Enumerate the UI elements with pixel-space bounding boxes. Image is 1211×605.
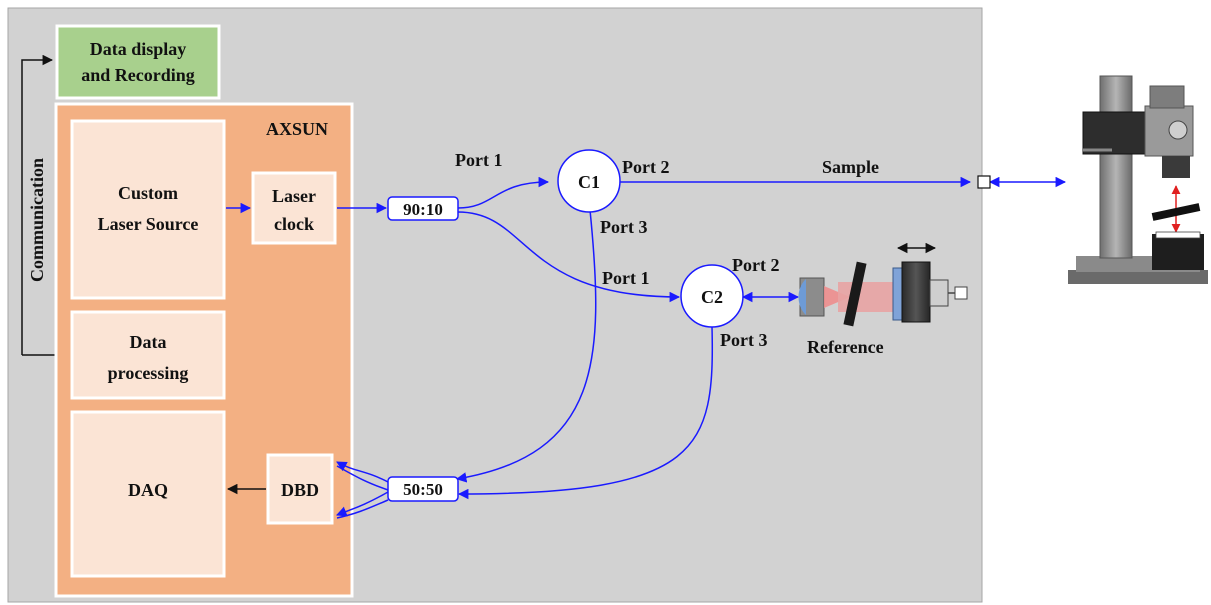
c2-port3-label: Port 3 — [720, 330, 767, 350]
5050-to-dbd-fiber-a — [336, 461, 389, 483]
c1-port1-label: Port 1 — [455, 150, 502, 170]
sample-holder-top — [1155, 231, 1201, 239]
5050-to-dbd-fiber-b2 — [336, 499, 389, 519]
data-display-label-2: and Recording — [81, 65, 195, 85]
scan-head-top — [1149, 85, 1185, 109]
sample-holder — [1152, 234, 1204, 270]
laser-clock-label-1: Laser — [272, 186, 316, 206]
coupler-50-50-label: 50:50 — [403, 480, 443, 499]
reference-label: Reference — [807, 337, 884, 357]
coupler-50-50: 50:50 — [387, 476, 459, 502]
data-processing-label-2: processing — [108, 363, 189, 383]
data-processing-box: Data processing — [70, 310, 226, 400]
coupler-90-10: 90:10 — [387, 196, 459, 221]
daq-box: DAQ — [70, 410, 226, 578]
sample-slide — [1151, 203, 1201, 221]
5050-to-dbd-fiber-b — [336, 491, 389, 517]
c2-port1-label: Port 1 — [602, 268, 649, 288]
fiber-paths — [336, 176, 1067, 519]
5050-to-dbd-fiber-a2 — [336, 465, 389, 491]
translation-stage — [901, 261, 931, 323]
fiber-connector — [977, 175, 991, 189]
knob-end — [954, 286, 968, 300]
data-processing-label-1: Data — [130, 332, 167, 352]
stand-pillar — [1099, 75, 1133, 259]
circulator-c2: C2 — [680, 264, 744, 328]
communication-link: Communication — [21, 54, 74, 361]
stage-knob — [929, 279, 949, 307]
data-display-box: Data display and Recording — [55, 24, 221, 100]
circulator-c1: C1 — [557, 149, 621, 213]
daq-label: DAQ — [128, 480, 168, 500]
scan-head-knob — [1168, 120, 1188, 140]
c1-port3-label: Port 3 — [600, 217, 647, 237]
c1-label: C1 — [578, 172, 600, 192]
c1-port2-label: Port 2 — [622, 157, 669, 177]
axsun-label: AXSUN — [266, 119, 328, 139]
stand-clamp — [1082, 111, 1148, 155]
custom-laser-source-box: Custom Laser Source — [70, 119, 226, 300]
dbd-label: DBD — [281, 480, 319, 500]
data-display-label-1: Data display — [90, 39, 187, 59]
dbd-box: DBD — [266, 453, 334, 525]
coupler-90-10-label: 90:10 — [403, 200, 443, 219]
reference-arm-optics — [798, 242, 968, 327]
coupler-to-c1-fiber — [457, 176, 550, 209]
laser-clock-label-2: clock — [274, 214, 314, 234]
coupler-to-c2-fiber — [457, 211, 681, 303]
sample-label: Sample — [822, 157, 879, 177]
custom-laser-label-2: Laser Source — [98, 214, 199, 234]
beam-cone — [824, 286, 850, 308]
c2-to-5050-fiber — [457, 326, 714, 500]
c1-to-5050-fiber — [455, 209, 597, 483]
c2-port2-label: Port 2 — [732, 255, 779, 275]
laser-clock-box: Laser clock — [251, 171, 337, 245]
objective — [1162, 156, 1190, 178]
nd-filter — [843, 261, 867, 327]
collimator-lens — [798, 279, 806, 315]
custom-laser-label-1: Custom — [118, 183, 178, 203]
sample-stand — [1068, 75, 1208, 284]
stand-base — [1068, 270, 1208, 284]
c2-label: C2 — [701, 287, 723, 307]
communication-label: Communication — [27, 158, 47, 282]
